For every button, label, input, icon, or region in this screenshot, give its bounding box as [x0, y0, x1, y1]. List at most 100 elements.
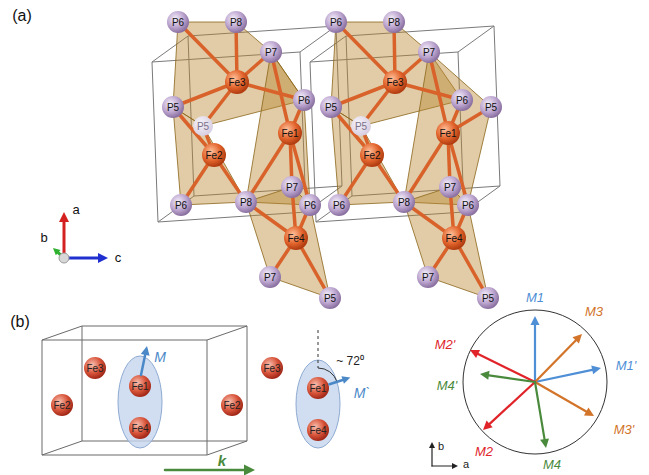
atom-label: P6	[172, 17, 184, 28]
coordination-polyhedron	[404, 187, 488, 298]
unit-cell-edge	[247, 326, 248, 441]
atom-sphere	[451, 89, 473, 111]
moment-label: M3'	[614, 423, 635, 437]
axis-arrow	[432, 465, 452, 466]
axis-origin	[59, 253, 69, 263]
atom-label: P7	[423, 47, 435, 58]
atom-sphere	[225, 11, 247, 33]
unit-cell-edge	[42, 441, 82, 455]
atom-sphere	[442, 226, 466, 250]
atom-sphere	[325, 11, 347, 33]
coordination-polyhedron	[246, 52, 310, 205]
atom-sphere	[351, 116, 371, 136]
atom-sphere	[278, 121, 302, 145]
coordination-polyhedron	[404, 52, 491, 205]
atom-label: Fe1	[309, 383, 326, 394]
unit-cell-edge	[42, 340, 43, 455]
atom-label: P5	[324, 293, 336, 304]
atom-label: Fe4	[445, 233, 462, 244]
atom-label: P6	[462, 200, 474, 211]
unit-cell-edge	[42, 340, 207, 341]
atom-sphere	[417, 266, 439, 288]
moment-label: M1	[526, 291, 544, 305]
axis-label: b	[40, 231, 47, 245]
moment-arrow	[478, 354, 535, 382]
atom-label: Fe3	[228, 77, 245, 88]
axis-arrow-head	[59, 212, 69, 222]
moment-arrow	[490, 382, 535, 424]
panel-b-vectors	[141, 330, 351, 475]
atom-sphere	[319, 287, 341, 309]
panel-label: (a)	[12, 7, 32, 25]
unit-cell-edge	[207, 340, 208, 455]
axis-label: c	[115, 251, 122, 265]
atom-label: P6	[175, 200, 187, 211]
unit-cell-edge	[207, 326, 247, 340]
atom-sphere	[383, 70, 407, 94]
unit-cell-edge	[207, 441, 247, 455]
atom-label: Fe1	[131, 381, 148, 392]
axis-label: b	[438, 440, 444, 452]
moment-label: M`	[354, 386, 370, 401]
wavevector-arrow	[165, 469, 244, 472]
unit-cell-edge	[42, 326, 82, 340]
atom-sphere	[360, 143, 384, 167]
wavevector-arrow-head	[244, 465, 255, 475]
moment-label: M1'	[616, 359, 637, 373]
moment-label: M4'	[437, 379, 458, 393]
atom-sphere	[307, 419, 329, 441]
atom-sphere	[293, 89, 315, 111]
moment-arrow-head	[470, 350, 480, 358]
atom-sphere	[235, 191, 257, 213]
unit-cell-edge	[82, 326, 247, 327]
moment-label: M	[154, 350, 166, 365]
panel-b-illustration	[42, 326, 340, 455]
atom-label: P5	[197, 121, 209, 132]
moment-arrow	[141, 355, 145, 375]
atom-label: P6	[298, 95, 310, 106]
moment-label: M2'	[435, 338, 456, 352]
moment-ellipse	[296, 360, 340, 448]
atom-label: P6	[304, 200, 316, 211]
atom-sphere	[221, 394, 243, 416]
atom-sphere	[225, 70, 249, 94]
coordination-polyhedron	[246, 187, 330, 298]
atom-label: P6	[456, 95, 468, 106]
atom-label: P7	[422, 272, 434, 283]
atom-label: Fe2	[363, 150, 380, 161]
atom-label: Fe3	[263, 363, 280, 374]
atom-label: P6	[333, 200, 345, 211]
atom-label: P8	[230, 17, 242, 28]
atom-sphere	[193, 116, 213, 136]
unit-cell-edge	[82, 441, 247, 442]
coordination-polyhedron	[331, 107, 404, 205]
axis-arrow-head	[53, 248, 61, 255]
direction-circle	[463, 310, 607, 454]
moment-arrow	[534, 325, 536, 382]
atom-sphere	[261, 357, 283, 379]
atom-label: Fe1	[439, 128, 456, 139]
atom-label: P5	[167, 102, 179, 113]
moment-label: M2	[475, 445, 493, 459]
atom-sphere	[129, 417, 151, 439]
atom-label: P7	[286, 182, 298, 193]
atom-label: Fe4	[309, 425, 326, 436]
atom-label: P7	[444, 182, 456, 193]
fe-p-bond	[178, 22, 237, 82]
atom-sphere	[393, 191, 415, 213]
atom-sphere	[436, 121, 460, 145]
atom-label: P7	[265, 47, 277, 58]
moment-arrow-head	[584, 408, 594, 416]
atom-sphere	[202, 143, 226, 167]
fe-p-bond	[429, 52, 448, 133]
axis-arrow-head	[98, 253, 108, 263]
reference-line	[318, 330, 319, 368]
axes-a	[53, 212, 108, 263]
atom-label: Fe2	[53, 400, 70, 411]
panel-a-illustration	[152, 22, 500, 298]
atom-sphere	[328, 194, 350, 216]
atom-sphere	[51, 394, 73, 416]
axis-label: a	[72, 203, 79, 217]
atoms	[51, 11, 502, 441]
